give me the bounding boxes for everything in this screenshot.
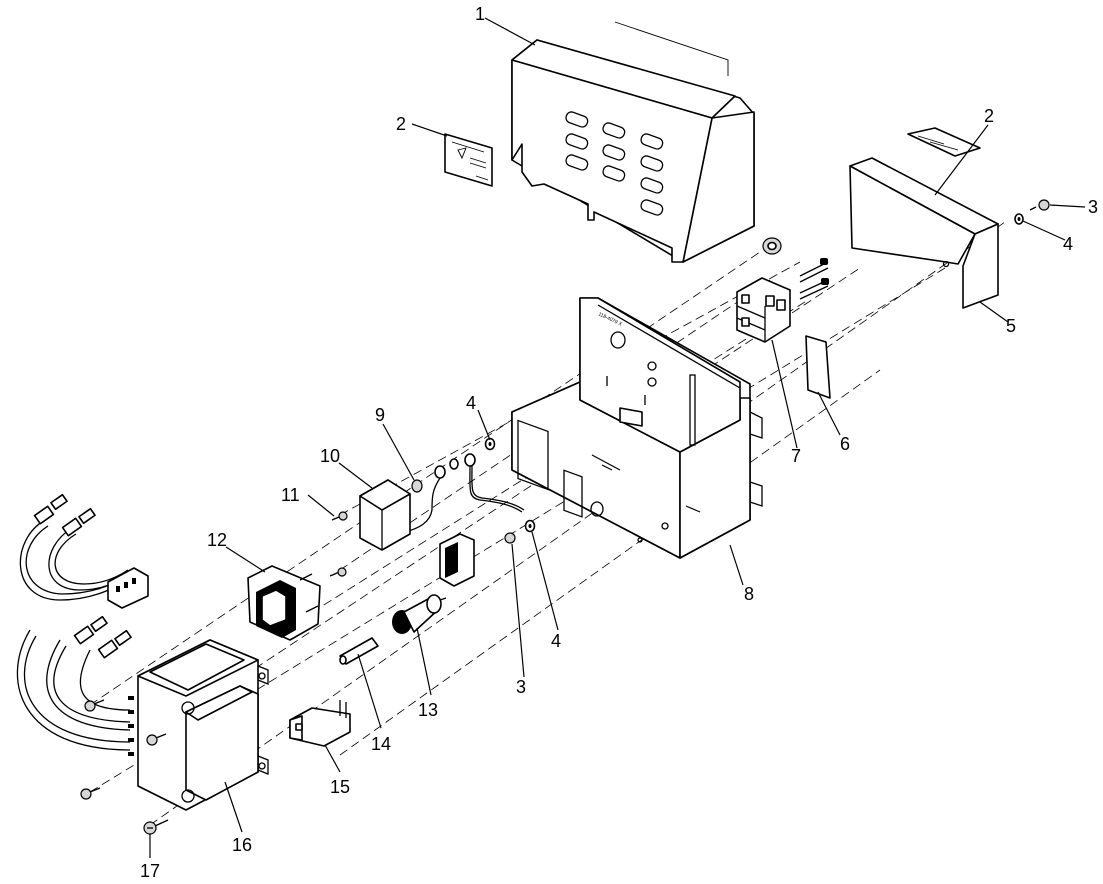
callout-8: 8: [744, 584, 754, 604]
part-terminal-block: [736, 237, 829, 343]
part-rear-cover: [849, 157, 999, 309]
part-screw-11: [331, 511, 348, 521]
part-screw-top-right: [1029, 199, 1050, 211]
leader-lines: [149, 17, 1086, 858]
part-washer-lower: [524, 519, 536, 533]
part-cover: [511, 21, 755, 263]
callout-10: 10: [320, 446, 340, 466]
callout-11: 11: [281, 485, 300, 505]
callout-3-top-right: 3: [1088, 197, 1098, 217]
callout-4-lower: 4: [551, 631, 561, 651]
callout-16: 16: [232, 835, 252, 855]
part-rocker-switch: [439, 533, 475, 587]
part-power-switch: [247, 565, 321, 641]
part-ground-wire: [404, 453, 525, 533]
part-label-plate: [805, 335, 831, 399]
callout-7: 7: [791, 446, 801, 466]
callout-labels: 1 2 2 3 3 4 4 4 5 6 7 8 9 10 11 12 13 14…: [140, 4, 1098, 881]
part-capacitor: [359, 479, 411, 551]
part-fuse-receptacle: [289, 700, 351, 747]
part-transformer: [128, 639, 269, 811]
part-fuse-holder: [392, 594, 447, 634]
callout-2-right: 2: [984, 106, 994, 126]
part-washer-top-right: [1014, 213, 1024, 225]
part-screw-12b: [329, 567, 347, 577]
callout-14: 14: [371, 734, 391, 754]
callout-4-mid: 4: [466, 393, 476, 413]
part-screw-transformer: [80, 699, 167, 800]
part-washer-mid: [484, 437, 496, 451]
callout-4-top-right: 4: [1063, 234, 1073, 254]
callout-12: 12: [207, 530, 227, 550]
part-wiring-harness: [16, 493, 149, 751]
part-warning-label-right: [907, 127, 981, 157]
part-screw-mid: [504, 532, 516, 544]
callout-17: 17: [140, 861, 160, 881]
callout-2-left: 2: [396, 114, 406, 134]
part-warning-label-left: [444, 133, 493, 187]
part-chassis: 118-4079 X: [511, 297, 763, 559]
part-fuse: [339, 637, 379, 665]
callout-15: 15: [330, 777, 350, 797]
callout-5: 5: [1006, 316, 1016, 336]
callout-13: 13: [418, 700, 438, 720]
part-screw-17: [143, 819, 169, 835]
callout-1: 1: [475, 4, 485, 24]
callout-6: 6: [840, 434, 850, 454]
callout-9: 9: [375, 405, 385, 425]
callout-3-lower: 3: [516, 677, 526, 697]
